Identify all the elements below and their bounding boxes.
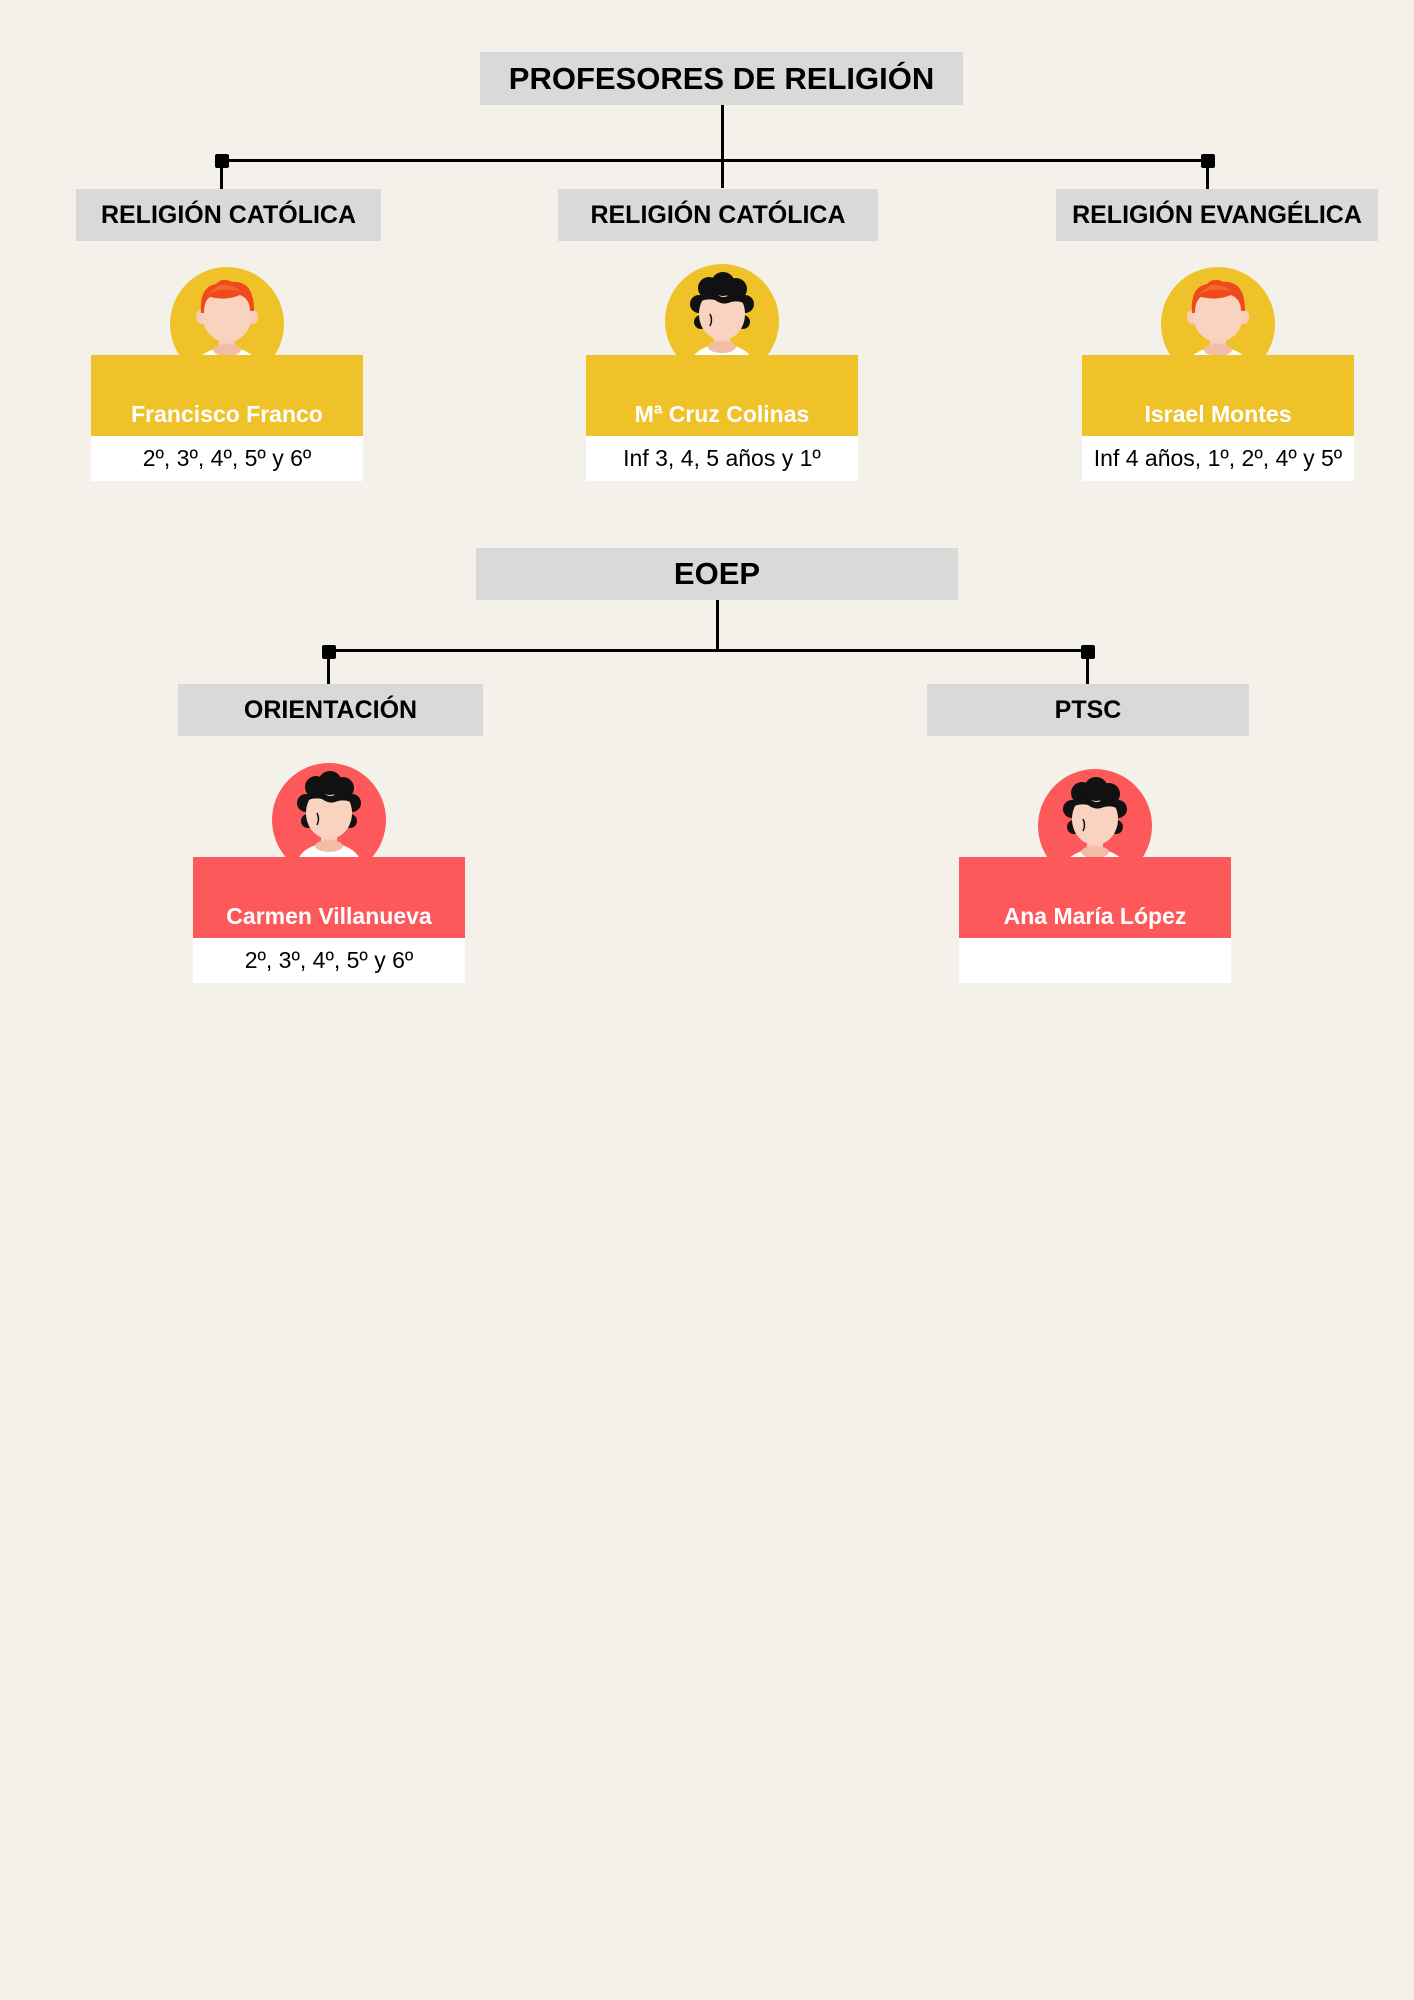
name-band [91,355,363,436]
teacher-name: Israel Montes [1144,401,1292,427]
member-name: Ana María López [1003,903,1187,929]
section1-title: PROFESORES DE RELIGIÓN [480,52,963,105]
section1-connector [221,159,1209,162]
member-grades [959,938,1231,983]
teacher-grades: Inf 3, 4, 5 años y 1º [586,436,858,481]
branch-ptsc: PTSC [927,684,1249,736]
branch-religion-catolica-2: RELIGIÓN CATÓLICA [558,189,878,241]
name-band [1082,355,1354,436]
drop-right [1206,160,1209,189]
teacher-grades: 2º, 3º, 4º, 5º y 6º [91,436,363,481]
drop-left [327,651,330,684]
section2-title: EOEP [476,548,958,600]
name-band [586,355,858,436]
section2-stem [716,600,719,651]
section2-connector [328,649,1089,652]
branch-orientacion: ORIENTACIÓN [178,684,483,736]
section1-stem [721,105,724,188]
member-name: Carmen Villanueva [226,903,432,929]
drop-right [1086,651,1089,684]
teacher-grades: Inf 4 años, 1º, 2º, 4º y 5º [1082,436,1354,481]
name-band [959,857,1231,938]
name-band [193,857,465,938]
branch-religion-catolica-1: RELIGIÓN CATÓLICA [76,189,381,241]
drop-left [220,160,223,189]
teacher-name: Francisco Franco [131,401,323,427]
branch-religion-evangelica: RELIGIÓN EVANGÉLICA [1056,189,1378,241]
teacher-name: Mª Cruz Colinas [634,401,810,427]
member-grades: 2º, 3º, 4º, 5º y 6º [193,938,465,983]
